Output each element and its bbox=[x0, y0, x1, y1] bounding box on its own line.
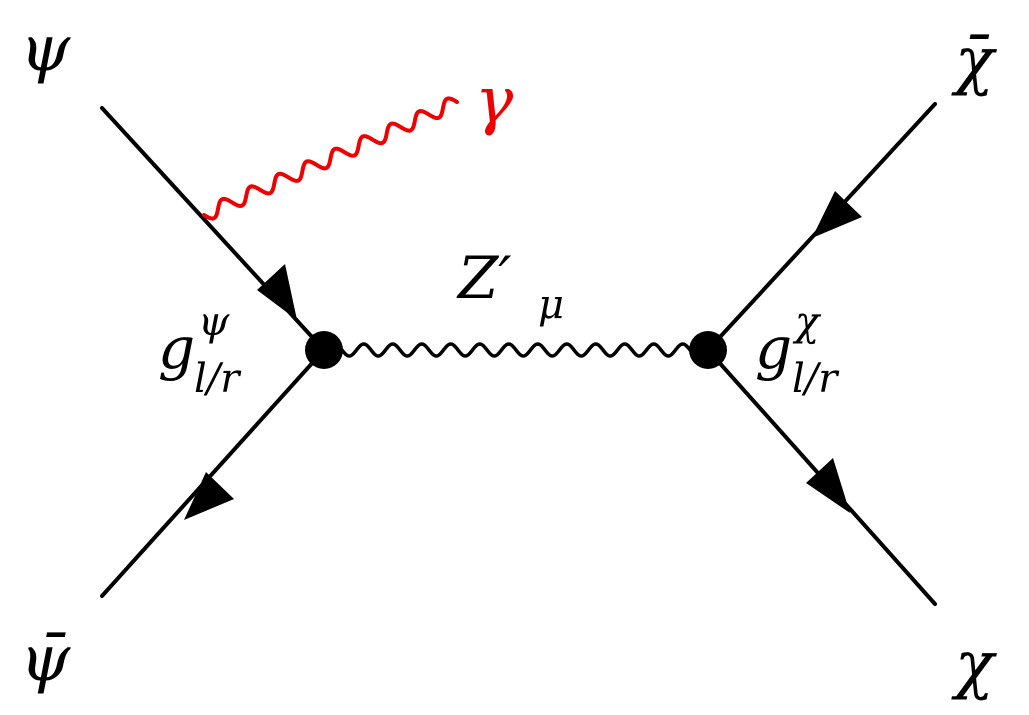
coupling-right-superscript: χ bbox=[792, 299, 822, 345]
label-psi-bar: ψ̄ bbox=[20, 622, 71, 696]
chi-bar-arrow-icon bbox=[812, 191, 862, 238]
chi-arrow-icon bbox=[806, 458, 850, 513]
coupling-right-subscript: l/r bbox=[792, 356, 840, 402]
coupling-left-superscript: ψ bbox=[198, 299, 230, 345]
photon-wavy-line bbox=[202, 96, 459, 221]
label-psi: ψ bbox=[20, 12, 71, 86]
coupling-right-symbol: g bbox=[755, 314, 792, 382]
left-vertex-icon bbox=[305, 331, 343, 369]
label-chi: χ bbox=[951, 628, 997, 702]
psi-arrow-icon bbox=[257, 264, 297, 320]
right-vertex-icon bbox=[689, 331, 727, 369]
label-mediator: Z′ bbox=[456, 244, 511, 312]
label-mediator-index: μ bbox=[538, 282, 564, 328]
label-photon: γ bbox=[475, 64, 514, 138]
coupling-left-symbol: g bbox=[158, 314, 195, 382]
psi-bar-arrow-icon bbox=[184, 472, 234, 520]
psi-bar-outgoing-line bbox=[100, 348, 326, 598]
mediator-wavy-line bbox=[340, 342, 692, 358]
label-chi-bar: χ̄ bbox=[951, 24, 997, 98]
coupling-left-subscript: l/r bbox=[194, 356, 242, 402]
